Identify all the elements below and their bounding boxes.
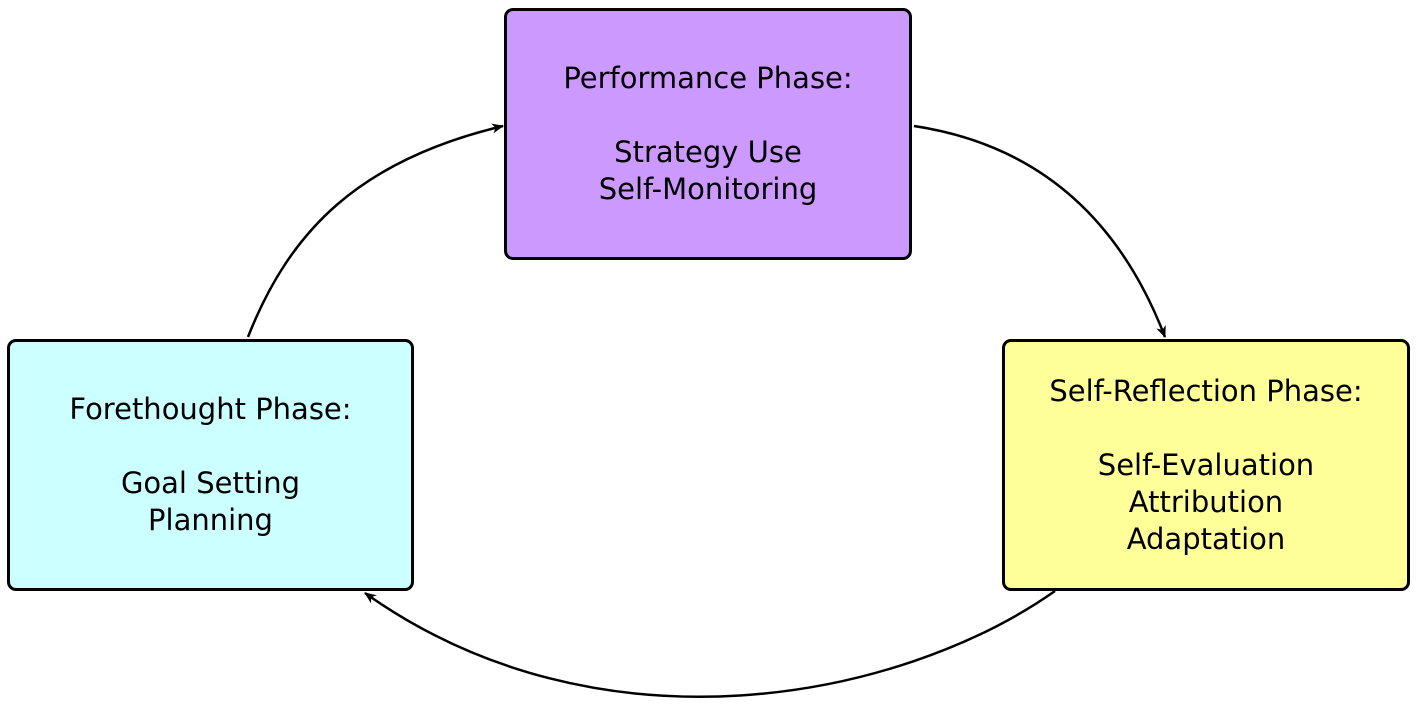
forethought-item-goal-setting: Goal Setting <box>120 466 301 500</box>
performance-item-self-monitoring: Self-Monitoring <box>598 172 818 206</box>
self-reflection-phase-box: Self-Reflection Phase: Self-Evaluation A… <box>1002 339 1410 591</box>
performance-phase-title: Performance Phase: <box>563 61 853 95</box>
arrow-performance-to-reflection <box>913 124 1167 338</box>
forethought-phase-title: Forethought Phase: <box>69 392 352 426</box>
reflection-item-attribution: Attribution <box>1128 484 1284 519</box>
performance-phase-box: Performance Phase: Strategy Use Self-Mon… <box>504 8 912 260</box>
reflection-item-self-evaluation: Self-Evaluation <box>1097 447 1315 482</box>
arrow-forethought-to-performance <box>246 123 504 338</box>
reflection-item-adaptation: Adaptation <box>1126 521 1286 556</box>
forethought-item-planning: Planning <box>148 503 273 537</box>
performance-item-strategy-use: Strategy Use <box>614 135 802 169</box>
self-reflection-phase-title: Self-Reflection Phase: <box>1049 373 1363 408</box>
forethought-phase-box: Forethought Phase: Goal Setting Planning <box>7 339 414 591</box>
arrow-reflection-to-forethought <box>364 589 1056 698</box>
